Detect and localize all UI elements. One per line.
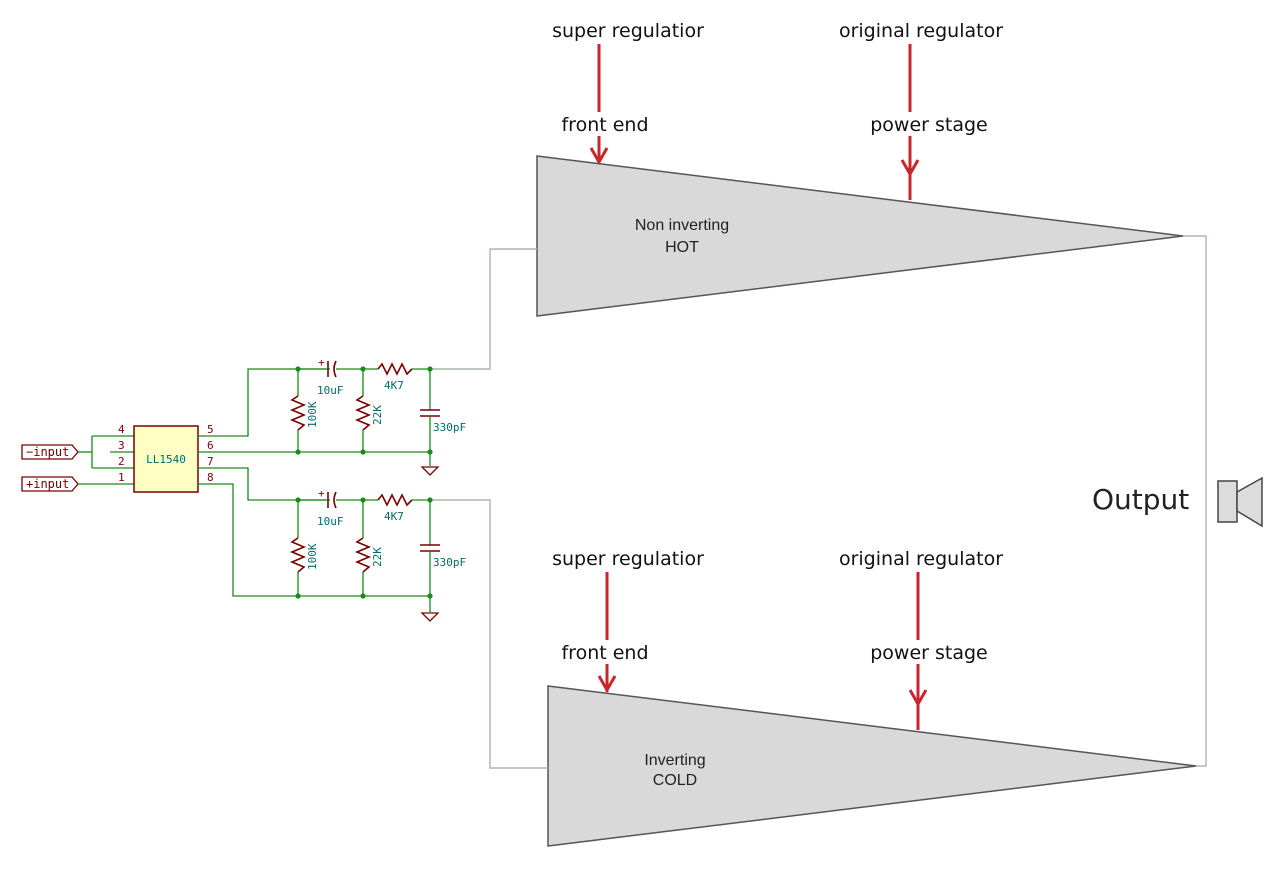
pin-6: 6 — [207, 439, 214, 452]
top-r3-label: 4K7 — [384, 379, 404, 392]
top-r2-label: 22K — [371, 405, 384, 425]
top-c1-label: 10uF — [317, 384, 344, 397]
bottom-filter-network: + 10uF 4K7 100K 22K 330pF — [289, 487, 466, 622]
bottom-front-end-feed: super regulatior front end — [552, 548, 704, 694]
bottom-c2-label: 330pF — [433, 556, 466, 569]
pin-7: 7 — [207, 455, 214, 468]
cold-input-wire — [430, 499, 548, 769]
transformer-ll1540: LL1540 — [133, 425, 199, 493]
pin-4: 4 — [118, 423, 125, 436]
bottom-front-end-label: front end — [561, 642, 648, 664]
pin-8: 8 — [207, 471, 214, 484]
pin-3: 3 — [118, 439, 125, 452]
top-original-regulator-label: original regulator — [839, 20, 1003, 42]
hot-input-wire — [430, 248, 537, 370]
bottom-original-regulator-label: original regulator — [839, 548, 1003, 570]
bottom-r2-label: 22K — [371, 547, 384, 567]
top-amp-label-1: Non inverting — [635, 217, 729, 234]
top-amp-label-2: HOT — [665, 239, 699, 256]
plus-input-label: +input — [26, 477, 69, 491]
bottom-super-regulator-label: super regulatior — [552, 548, 704, 570]
pin-1: 1 — [118, 471, 125, 484]
top-power-stage-feed: original regulator power stage — [839, 20, 1003, 200]
minus-input-port: −input — [21, 444, 79, 460]
bottom-power-stage-label: power stage — [870, 642, 988, 664]
bottom-c1-label: 10uF — [317, 515, 344, 528]
inverting-amp — [547, 685, 1197, 847]
bottom-amp-label-1: Inverting — [644, 752, 705, 769]
non-inverting-amp — [536, 155, 1184, 317]
top-super-regulator-label: super regulatior — [552, 20, 704, 42]
pin-2: 2 — [118, 455, 125, 468]
top-front-end-label: front end — [561, 114, 648, 136]
top-r1-label: 100K — [306, 401, 319, 428]
top-filter-network: + 10uF 4K7 100K 22K 330pF — [289, 356, 466, 476]
output-wire — [1183, 235, 1207, 767]
top-c2-label: 330pF — [433, 421, 466, 434]
bottom-power-stage-feed: original regulator power stage — [839, 548, 1003, 730]
top-front-end-feed: super regulatior front end — [552, 20, 704, 166]
bottom-amp-label-2: COLD — [653, 772, 697, 789]
transformer-label: LL1540 — [146, 453, 186, 466]
minus-input-label: −input — [26, 445, 69, 459]
bottom-r3-label: 4K7 — [384, 510, 404, 523]
svg-text:+: + — [318, 487, 325, 500]
svg-text:+: + — [318, 356, 325, 369]
bottom-r1-label: 100K — [306, 543, 319, 570]
output-label: Output — [1092, 483, 1189, 516]
top-power-stage-label: power stage — [870, 114, 988, 136]
speaker-icon — [1217, 476, 1263, 528]
plus-input-port: +input — [21, 476, 79, 492]
pin-5: 5 — [207, 423, 214, 436]
